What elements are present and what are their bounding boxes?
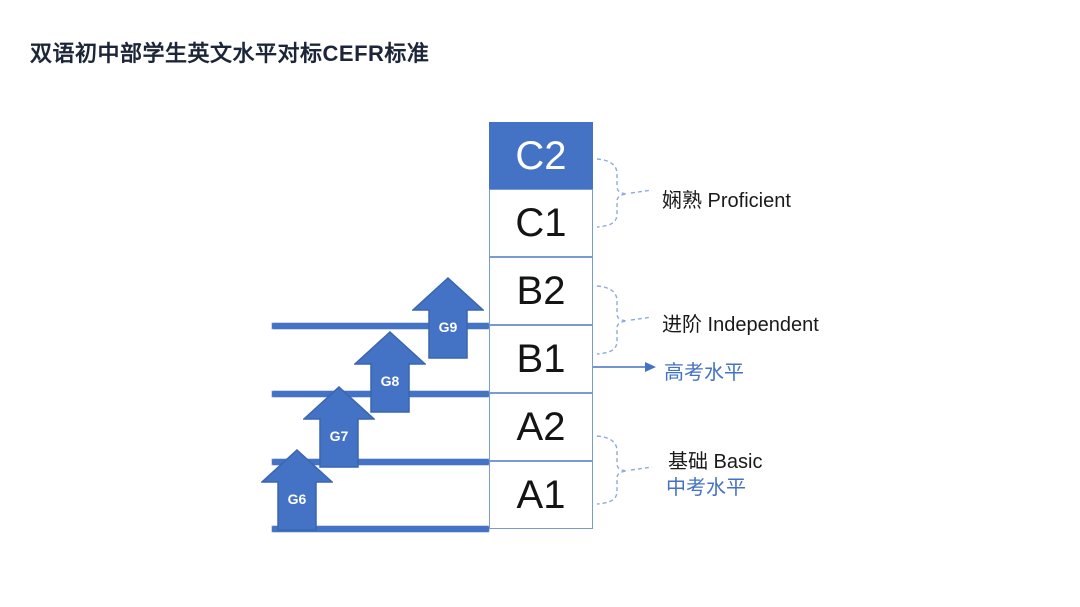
cefr-cell-c2: C2 <box>489 122 593 190</box>
gaokao-arrow-icon <box>593 362 656 372</box>
grade-label: G7 <box>330 428 349 444</box>
up-arrow-icon: G8 <box>354 331 426 413</box>
grade-line-g6 <box>272 526 489 532</box>
label-gaokao: 高考水平 <box>664 362 744 384</box>
label-proficient: 娴熟 Proficient <box>662 190 791 212</box>
cefr-cell-a2: A2 <box>489 393 593 461</box>
grade-line-g9 <box>272 323 489 329</box>
up-arrow-icon: G9 <box>412 277 484 359</box>
page-title: 双语初中部学生英文水平对标CEFR标准 <box>30 41 430 66</box>
cefr-cell-a1: A1 <box>489 461 593 529</box>
cefr-cell-b1: B1 <box>489 325 593 393</box>
grade-label: G6 <box>288 491 307 507</box>
up-arrow-icon: G7 <box>303 386 375 468</box>
brace-proficient-icon <box>596 158 653 228</box>
grade-line-g7 <box>272 459 489 465</box>
brace-independent-icon <box>596 285 653 355</box>
label-zhongkao: 中考水平 <box>666 477 746 499</box>
brace-basic-icon <box>596 435 653 505</box>
cefr-cell-c1: C1 <box>489 189 593 257</box>
label-basic: 基础 Basic <box>668 451 763 473</box>
grade-label: G9 <box>439 319 458 335</box>
up-arrow-icon: G6 <box>261 449 333 531</box>
label-independent: 进阶 Independent <box>662 314 819 336</box>
cefr-cell-b2: B2 <box>489 257 593 325</box>
grade-label: G8 <box>381 373 400 389</box>
